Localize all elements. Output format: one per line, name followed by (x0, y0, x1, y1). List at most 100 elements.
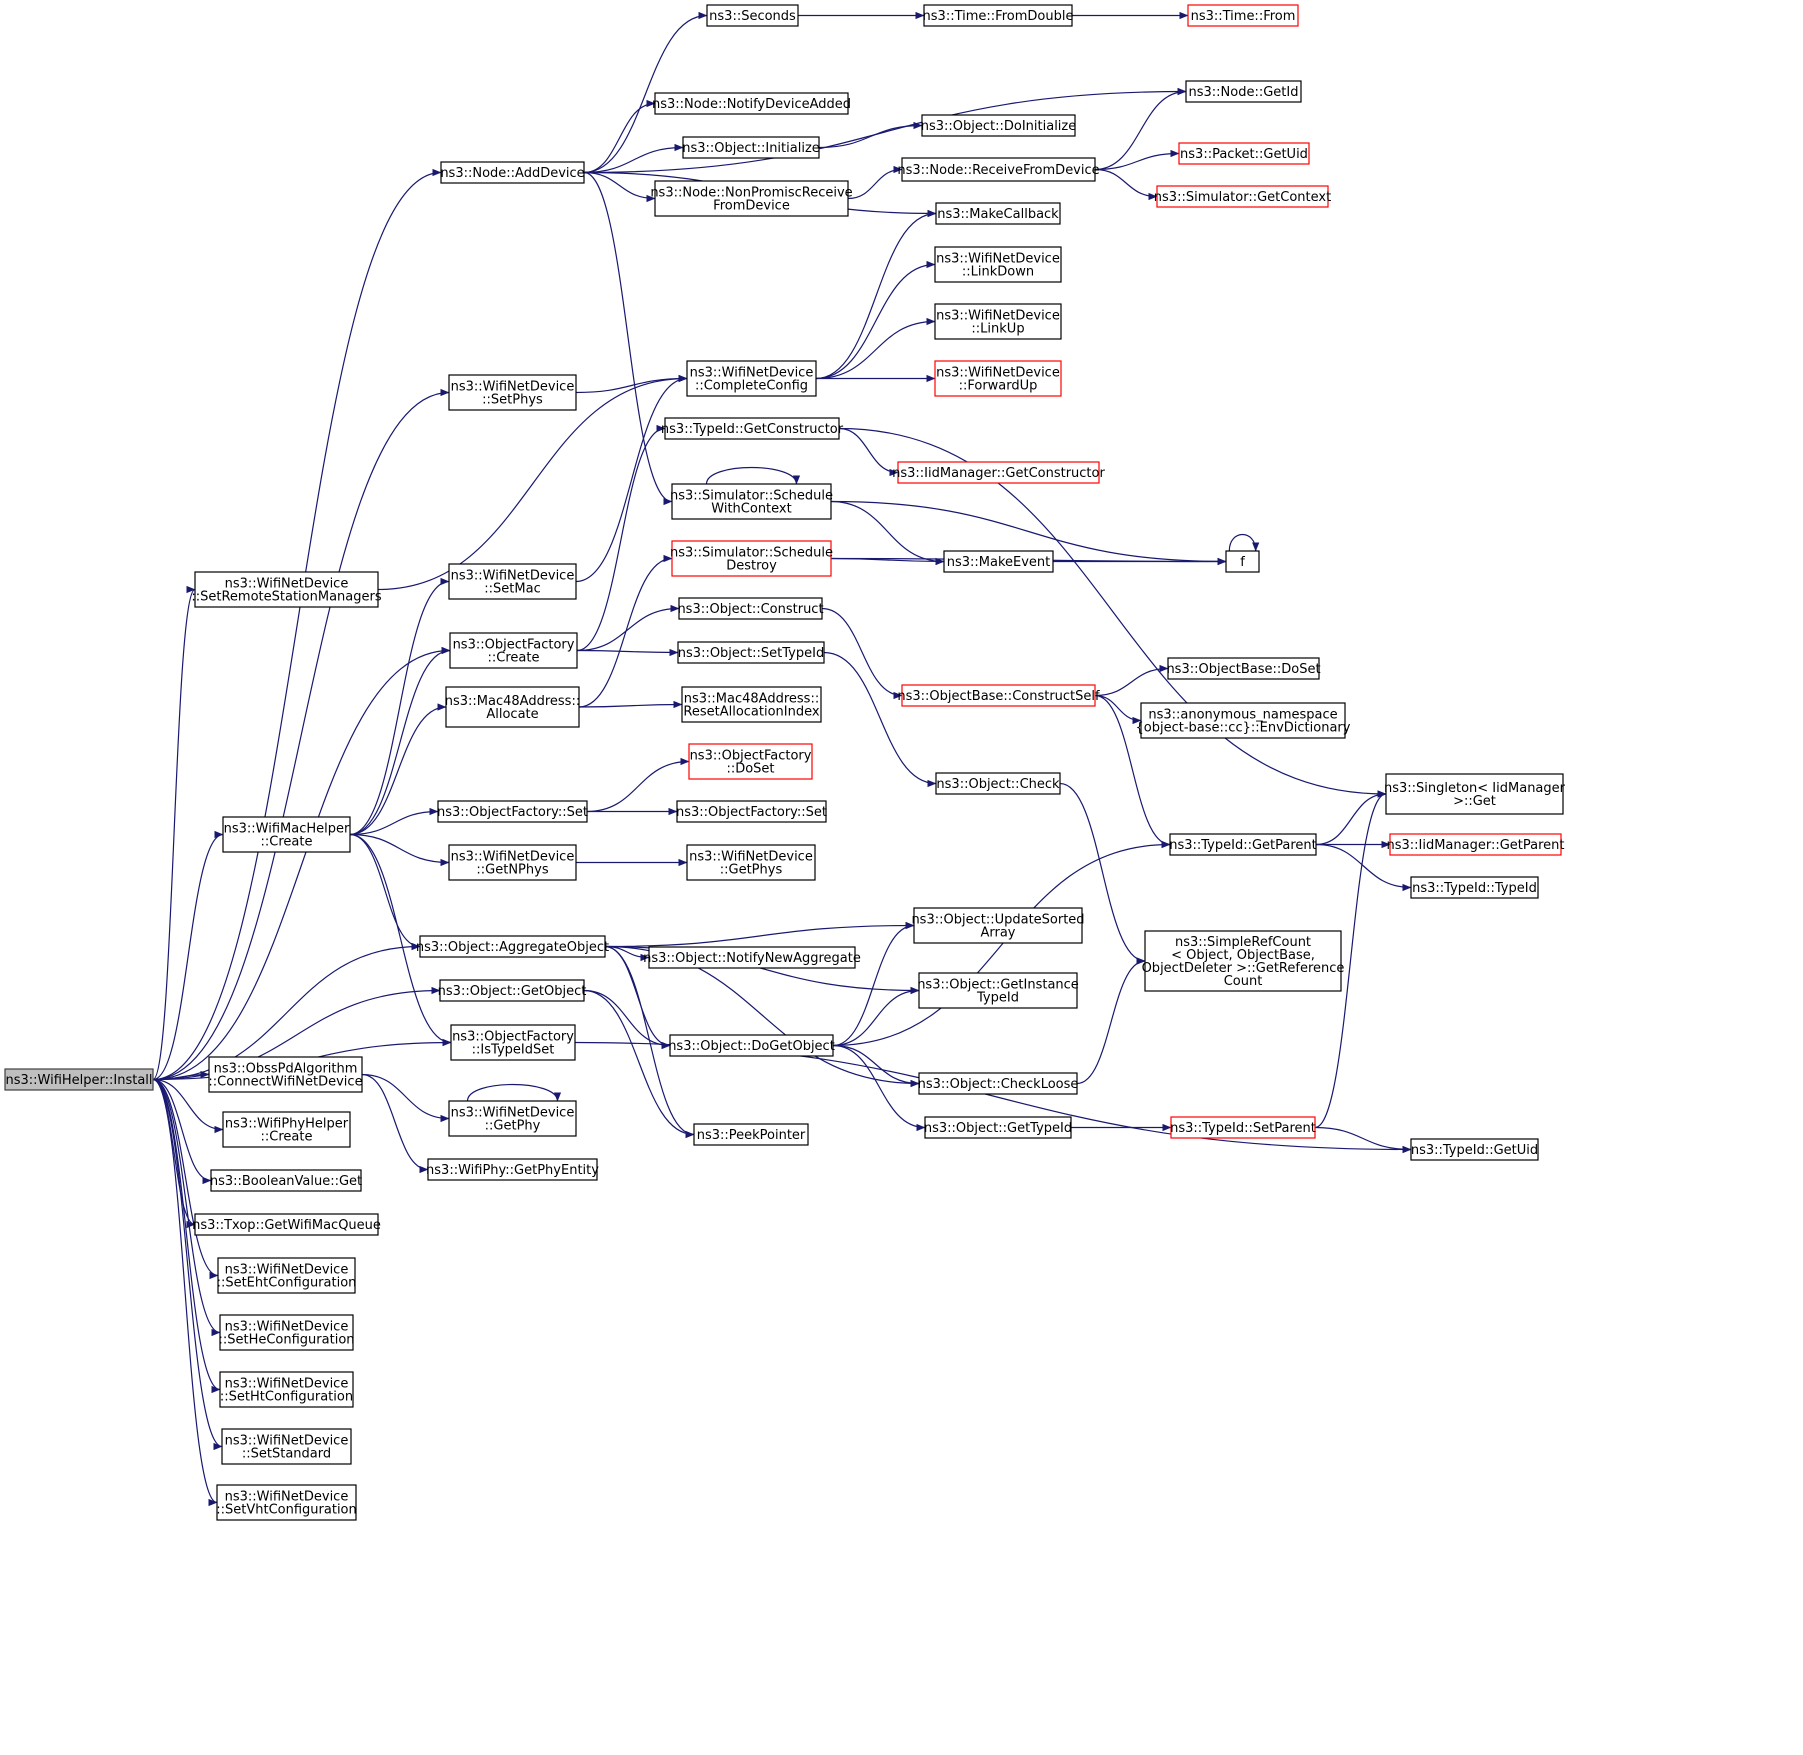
node-box[interactable] (445, 686, 580, 728)
node-box[interactable] (440, 161, 585, 184)
node-box[interactable] (901, 684, 1096, 707)
node-box[interactable] (448, 844, 577, 881)
function-node-sethe[interactable]: ns3::WifiNetDevice::SetHeConfiguration (218, 1314, 355, 1351)
function-node-simplerefcount[interactable]: ns3::SimpleRefCount< Object, ObjectBase,… (1142, 930, 1345, 992)
function-node-node-receive[interactable]: ns3::Node::ReceiveFromDevice (897, 157, 1100, 182)
function-node-envdict[interactable]: ns3::anonymous_namespace{object-base::cc… (1136, 702, 1351, 739)
node-box[interactable] (671, 540, 832, 577)
node-box[interactable] (1156, 185, 1329, 208)
node-box[interactable] (693, 1123, 809, 1146)
function-node-typeid-getparent[interactable]: ns3::TypeId::GetParent (1169, 833, 1317, 856)
function-node-istypeidset[interactable]: ns3::ObjectFactory::IsTypeIdSet (450, 1024, 576, 1061)
node-box[interactable] (934, 303, 1062, 340)
node-box[interactable] (901, 157, 1096, 182)
node-box[interactable] (194, 1213, 379, 1236)
node-box[interactable] (924, 1116, 1072, 1139)
node-box[interactable] (918, 1072, 1078, 1095)
node-box[interactable] (1410, 876, 1539, 899)
node-box[interactable] (217, 1257, 356, 1294)
function-node-seconds[interactable]: ns3::Seconds (706, 4, 799, 27)
node-box[interactable] (913, 907, 1083, 944)
node-box[interactable] (1185, 80, 1302, 103)
node-box[interactable] (669, 1034, 834, 1057)
node-box[interactable] (943, 550, 1054, 573)
node-box[interactable] (437, 800, 588, 823)
function-node-install[interactable]: ns3::WifiHelper::Install (4, 1068, 154, 1091)
function-node-completeconfig[interactable]: ns3::WifiNetDevice::CompleteConfig (686, 360, 817, 397)
function-node-dogetobject[interactable]: ns3::Object::DoGetObject (668, 1034, 835, 1057)
node-box[interactable] (450, 1024, 576, 1061)
function-node-getobject[interactable]: ns3::Object::GetObject (438, 979, 587, 1002)
node-box[interactable] (216, 1484, 357, 1521)
node-box[interactable] (448, 374, 577, 411)
node-box[interactable] (1144, 930, 1342, 992)
function-node-setvht[interactable]: ns3::WifiNetDevice::SetVhtConfiguration (216, 1484, 357, 1521)
node-box[interactable] (648, 946, 856, 969)
function-node-of-set1[interactable]: ns3::ObjectFactory::Set (437, 800, 588, 823)
node-box[interactable] (686, 360, 817, 397)
function-node-linkdown[interactable]: ns3::WifiNetDevice::LinkDown (934, 246, 1062, 283)
function-node-obj-check[interactable]: ns3::Object::Check (935, 772, 1061, 795)
function-node-typeid-setparent[interactable]: ns3::TypeId::SetParent (1170, 1116, 1316, 1139)
function-node-notify-added[interactable]: ns3::Node::NotifyDeviceAdded (652, 92, 851, 115)
node-box[interactable] (208, 1056, 363, 1093)
function-node-peekpointer[interactable]: ns3::PeekPointer (693, 1123, 809, 1146)
function-node-makecallback[interactable]: ns3::MakeCallback (935, 202, 1061, 225)
node-box[interactable] (677, 641, 825, 664)
node-box[interactable] (4, 1068, 154, 1091)
function-node-time-fromdouble[interactable]: ns3::Time::FromDouble (923, 4, 1074, 27)
node-box[interactable] (1167, 657, 1320, 680)
function-node-node-adddevice[interactable]: ns3::Node::AddDevice (440, 161, 585, 184)
node-box[interactable] (935, 772, 1061, 795)
function-node-f[interactable]: f (1225, 550, 1260, 573)
node-box[interactable] (934, 246, 1062, 283)
function-node-mac48-allocate[interactable]: ns3::Mac48Address::Allocate (445, 686, 580, 728)
node-box[interactable] (222, 816, 351, 853)
node-box[interactable] (688, 743, 813, 780)
node-box[interactable] (219, 1314, 354, 1351)
node-box[interactable] (1170, 1116, 1316, 1139)
function-node-makeevent[interactable]: ns3::MakeEvent (943, 550, 1054, 573)
node-box[interactable] (678, 597, 823, 620)
function-node-typeid-getconstructor[interactable]: ns3::TypeId::GetConstructor (661, 417, 844, 440)
node-box[interactable] (1410, 1138, 1539, 1161)
function-node-node-getid[interactable]: ns3::Node::GetId (1185, 80, 1302, 103)
function-node-of-doset[interactable]: ns3::ObjectFactory::DoSet (688, 743, 813, 780)
node-box[interactable] (427, 1158, 598, 1181)
node-box[interactable] (222, 1111, 351, 1148)
function-node-obj-doinitialize[interactable]: ns3::Object::DoInitialize (921, 114, 1077, 137)
function-node-time-from[interactable]: ns3::Time::From (1187, 4, 1299, 27)
node-box[interactable] (1389, 833, 1562, 856)
function-node-typeid-getuid[interactable]: ns3::TypeId::GetUid (1410, 1138, 1539, 1161)
node-box[interactable] (671, 483, 832, 520)
function-node-linkup[interactable]: ns3::WifiNetDevice::LinkUp (934, 303, 1062, 340)
node-box[interactable] (654, 180, 849, 217)
node-box[interactable] (918, 972, 1078, 1009)
node-box[interactable] (449, 632, 578, 669)
function-node-setmac[interactable]: ns3::WifiNetDevice::SetMac (448, 563, 577, 600)
function-node-set-rsm[interactable]: ns3::WifiNetDevice::SetRemoteStationMana… (191, 571, 382, 608)
node-box[interactable] (219, 1371, 354, 1408)
node-box[interactable] (1140, 702, 1346, 739)
function-node-setstandard[interactable]: ns3::WifiNetDevice::SetStandard (221, 1428, 352, 1465)
function-node-getphyentity[interactable]: ns3::WifiPhy::GetPhyEntity (426, 1158, 599, 1181)
node-box[interactable] (681, 686, 822, 723)
node-box[interactable] (419, 935, 606, 958)
node-box[interactable] (448, 1100, 577, 1137)
node-box[interactable] (682, 136, 820, 159)
node-box[interactable] (1225, 550, 1260, 573)
function-node-getnphys[interactable]: ns3::WifiNetDevice::GetNPhys (448, 844, 577, 881)
node-box[interactable] (448, 563, 577, 600)
node-box[interactable] (194, 571, 379, 608)
function-node-sim-getcontext[interactable]: ns3::Simulator::GetContext (1154, 185, 1331, 208)
node-box[interactable] (897, 461, 1100, 484)
function-node-ob-doset[interactable]: ns3::ObjectBase::DoSet (1166, 657, 1321, 680)
node-box[interactable] (664, 417, 840, 440)
function-node-obj-construct[interactable]: ns3::Object::Construct (677, 597, 824, 620)
function-node-typeid-typeid[interactable]: ns3::TypeId::TypeId (1410, 876, 1539, 899)
function-node-setht[interactable]: ns3::WifiNetDevice::SetHtConfiguration (219, 1371, 354, 1408)
node-box[interactable] (923, 4, 1073, 27)
function-node-iid-getconstructor[interactable]: ns3::IidManager::GetConstructor (892, 461, 1105, 484)
